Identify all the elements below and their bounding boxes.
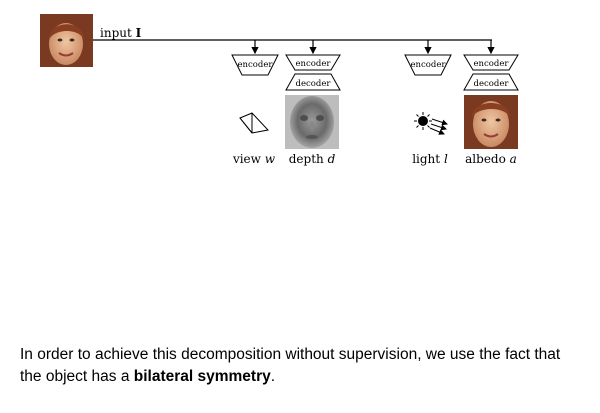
light-encoder: encoder (404, 54, 452, 76)
output-label-depth: depth d (289, 152, 336, 166)
camera-icon (239, 112, 269, 134)
caption-bold: bilateral symmetry (133, 368, 271, 385)
albedo-image (464, 95, 518, 149)
svg-text:decoder: decoder (474, 79, 510, 89)
svg-text:decoder: decoder (296, 79, 332, 89)
depth-encoder-decoder: encoder decoder (285, 54, 341, 91)
svg-text:encoder: encoder (296, 59, 332, 69)
depth-map-image (285, 95, 339, 149)
output-label-view: view w (232, 152, 276, 166)
view-encoder: encoder (231, 54, 279, 76)
caption-before: In order to achieve this decomposition w… (20, 346, 561, 385)
albedo-encoder-decoder: encoder decoder (463, 54, 519, 91)
caption-after: . (270, 368, 276, 385)
output-label-light: light l (412, 152, 448, 166)
sun-light-icon (414, 112, 448, 135)
input-image (40, 14, 93, 67)
output-label-albedo: albedo a (465, 152, 517, 166)
svg-text:encoder: encoder (238, 60, 274, 70)
svg-text:encoder: encoder (474, 59, 510, 69)
decomposition-diagram: input I encoder encoder decoder encoder … (40, 14, 519, 166)
svg-text:encoder: encoder (411, 60, 447, 70)
input-label: input I (100, 26, 142, 40)
caption-text: In order to achieve this decomposition w… (20, 344, 580, 388)
